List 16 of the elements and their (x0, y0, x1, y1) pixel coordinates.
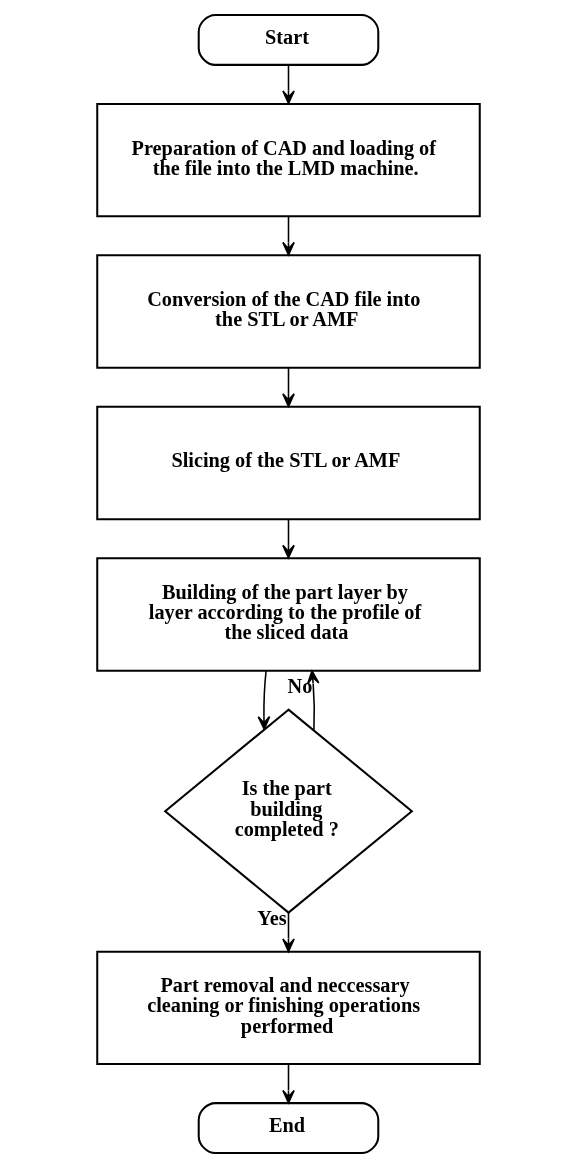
node-box: Building of the part layer by layer according to the profile of the sliced data (95, 557, 481, 672)
node-box: Part removal and neccessary cleaning or finishing operations performed (95, 950, 481, 1066)
node-box: Start (197, 13, 379, 66)
node-box: Conversion of the CAD file into the STL or AMF (95, 254, 481, 369)
node-box: Slicing of the STL or AMF (95, 405, 481, 521)
edge-label: No (287, 674, 312, 697)
arrow (281, 215, 295, 256)
arrow (281, 367, 295, 408)
node-box: Preparation of CAD and loading of the file into the LMD machine. (95, 102, 481, 218)
arrow (281, 64, 295, 105)
arrow (281, 912, 295, 953)
node-box: End (197, 1102, 379, 1155)
arrow (281, 1063, 295, 1104)
arrow (257, 670, 270, 730)
arrow (281, 518, 295, 559)
arrow (306, 670, 320, 731)
